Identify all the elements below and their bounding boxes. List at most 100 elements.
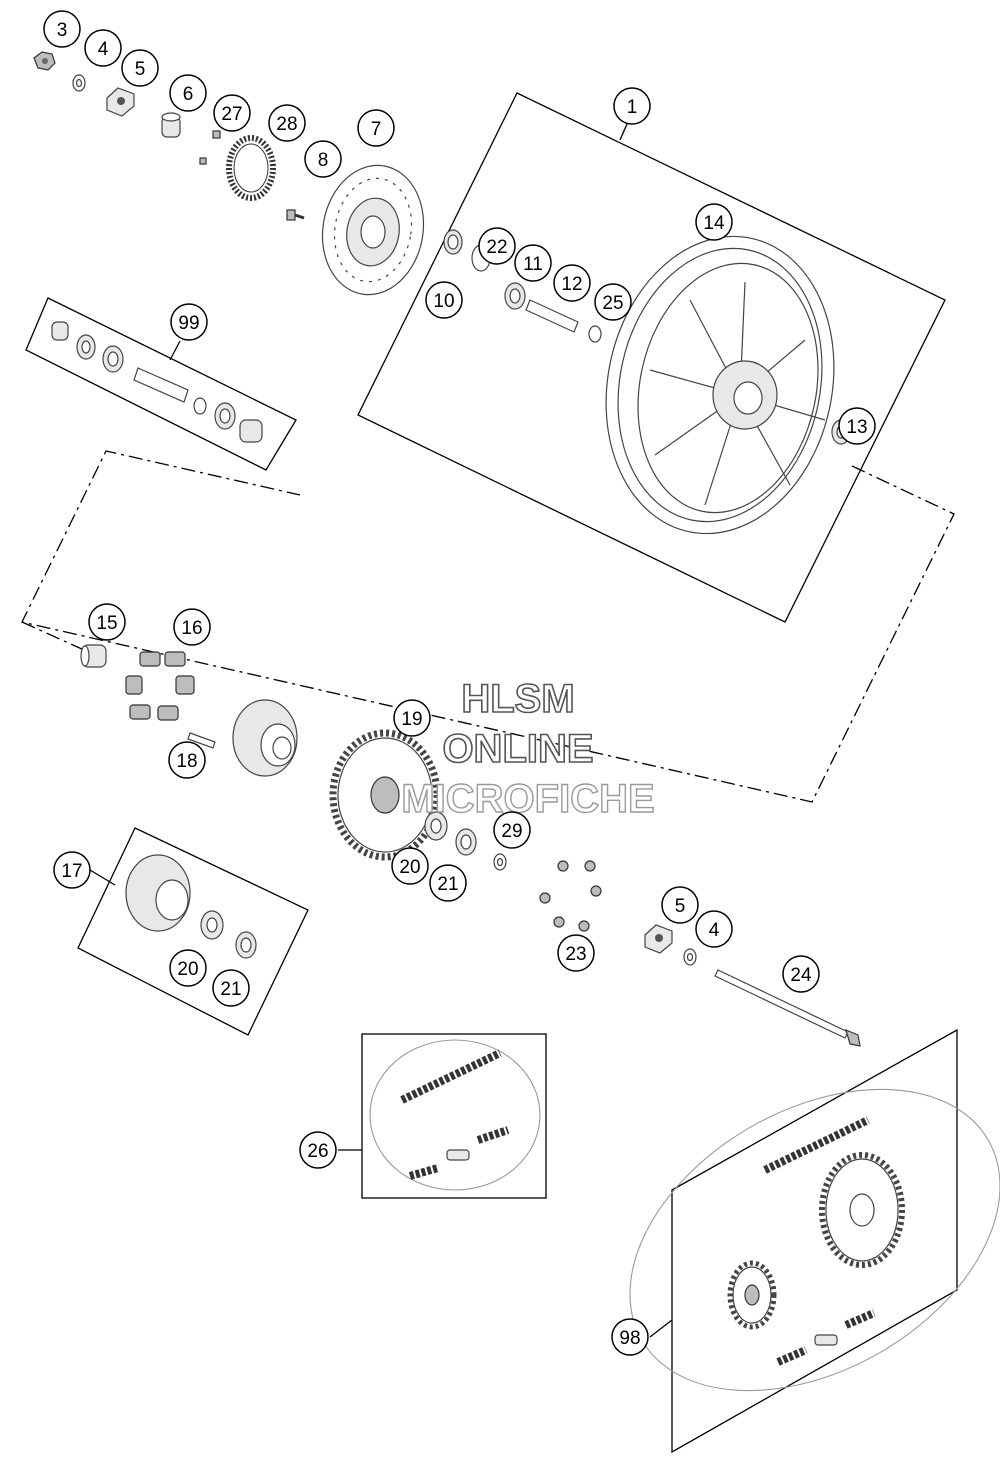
callout-label: 3 — [57, 20, 68, 41]
washer-25 — [588, 325, 602, 343]
chain-26-parts — [369, 1039, 541, 1191]
callout-30: 21 — [212, 969, 250, 1007]
callout-label: 1 — [627, 97, 638, 118]
sleeve-12 — [525, 299, 579, 333]
kit-98-box — [671, 1028, 958, 1454]
callout-label: 24 — [790, 965, 812, 986]
callout-circle — [429, 864, 467, 902]
callout-circle — [514, 244, 552, 282]
washer-4-top — [72, 74, 86, 92]
callout-28: 24 — [782, 955, 820, 993]
callout-label: 99 — [178, 313, 199, 334]
callout-label: 98 — [619, 1328, 640, 1349]
callout-circle — [88, 603, 126, 641]
callout-circle — [173, 608, 211, 646]
leader-lines — [89, 123, 673, 1338]
callout-23: 21 — [429, 864, 467, 902]
callout-label: 26 — [307, 1141, 328, 1162]
seal-10 — [443, 229, 463, 255]
callout-label: 27 — [221, 104, 242, 125]
rear-wheel-1 — [605, 235, 835, 535]
callout-circle — [84, 29, 122, 67]
kit-98-parts — [629, 1088, 1000, 1392]
callout-label: 20 — [399, 857, 420, 878]
callout-19: 19 — [393, 699, 431, 737]
callout-9: 14 — [695, 203, 733, 241]
callout-12: 12 — [553, 264, 591, 302]
callout-circle — [357, 109, 395, 147]
callout-circle — [268, 104, 306, 142]
bearing-11 — [504, 282, 526, 310]
callout-circle — [613, 87, 651, 125]
callout-18: 16 — [173, 608, 211, 646]
callout-label: 28 — [276, 114, 297, 135]
callout-label: 7 — [371, 119, 382, 140]
sprocket-19 — [329, 729, 441, 861]
callout-circle — [43, 10, 81, 48]
nut-3 — [33, 51, 56, 71]
callout-2: 5 — [121, 49, 159, 87]
callout-circle — [299, 1131, 337, 1169]
watermark-line1: HLSM — [461, 677, 574, 721]
callout-10: 22 — [478, 227, 516, 265]
callout-21: 29 — [493, 811, 531, 849]
callout-6: 7 — [357, 109, 395, 147]
callout-label: 11 — [523, 254, 543, 275]
callout-label: 14 — [703, 213, 725, 234]
callout-label: 10 — [433, 291, 454, 312]
callout-27: 23 — [557, 934, 595, 972]
watermark-line2: ONLINE — [442, 727, 593, 771]
callout-17: 15 — [88, 603, 126, 641]
callout-0: 3 — [43, 10, 81, 48]
callout-29: 20 — [169, 949, 207, 987]
callout-1: 4 — [84, 29, 122, 67]
callout-circle — [611, 1318, 649, 1356]
callout-14: 25 — [594, 283, 632, 321]
callout-5: 28 — [268, 104, 306, 142]
callout-16: 13 — [838, 407, 876, 445]
callout-13: 10 — [425, 281, 463, 319]
callout-circle — [553, 264, 591, 302]
callout-label: 12 — [561, 274, 582, 295]
callout-20: 18 — [168, 741, 206, 779]
callout-circle — [695, 910, 733, 948]
kit-99-parts — [51, 321, 263, 443]
screw-27 — [199, 130, 221, 165]
callout-label: 16 — [181, 618, 202, 639]
callout-32: 98 — [611, 1318, 649, 1356]
bearing-20 — [424, 811, 448, 841]
callout-11: 11 — [514, 244, 552, 282]
adjuster-5-lower — [644, 924, 673, 954]
sprocket-carrier — [232, 699, 298, 777]
callout-label: 20 — [177, 959, 198, 980]
callout-circle — [661, 886, 699, 924]
callout-label: 13 — [846, 417, 867, 438]
chain-26-box — [361, 1033, 547, 1199]
damper-16 — [125, 651, 195, 721]
callout-label: 21 — [437, 874, 458, 895]
callout-circle — [169, 949, 207, 987]
hub-17-parts — [125, 854, 257, 959]
callout-circle — [594, 283, 632, 321]
callout-label: 8 — [318, 150, 329, 171]
hub-17-box — [77, 827, 309, 1036]
callout-26: 4 — [695, 910, 733, 948]
callout-circle — [478, 227, 516, 265]
callout-label: 15 — [96, 613, 117, 634]
callout-label: 4 — [98, 39, 109, 60]
axle-24 — [714, 969, 861, 1047]
callout-label: 5 — [135, 59, 146, 80]
spacer-15 — [80, 644, 107, 668]
callout-circle — [782, 955, 820, 993]
sensor-ring-28 — [226, 135, 276, 201]
callout-circle — [170, 303, 208, 341]
callout-31: 26 — [299, 1131, 337, 1169]
callout-circle — [493, 811, 531, 849]
watermark: HLSM ONLINE MICROFICHE — [401, 676, 656, 822]
callout-8: 1 — [613, 87, 651, 125]
callout-label: 29 — [501, 821, 522, 842]
callout-circle — [212, 969, 250, 1007]
callout-circle — [304, 140, 342, 178]
callout-circle — [53, 851, 91, 889]
